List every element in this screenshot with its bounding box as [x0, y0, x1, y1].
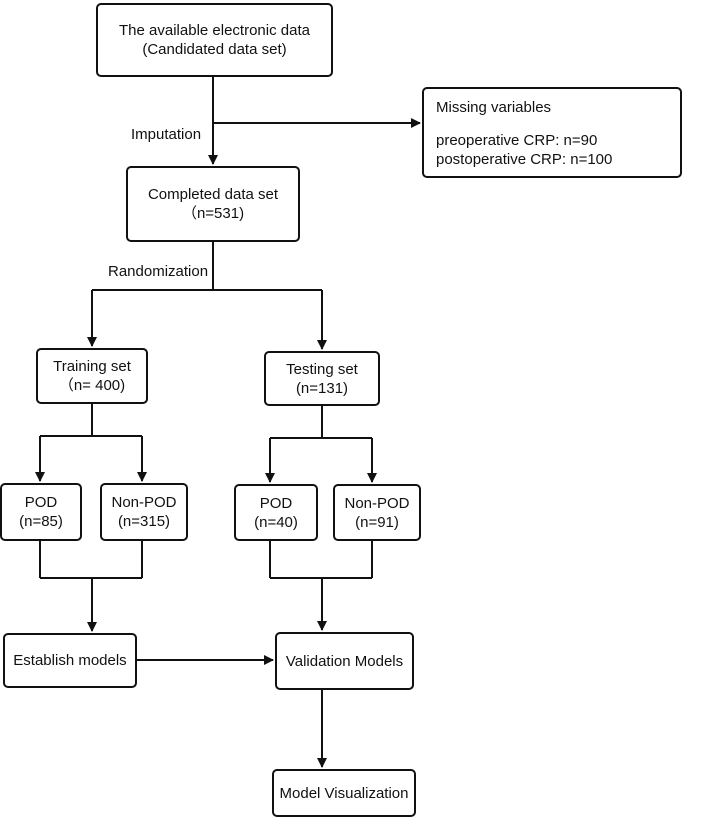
- node-train-pod: POD (n=85): [0, 483, 82, 541]
- node-train-pod-line1: POD: [24, 494, 58, 511]
- node-model-visualization: Model Visualization: [272, 769, 416, 817]
- node-establish-line1: Establish models: [13, 652, 127, 669]
- node-test-nonpod: Non-POD (n=91): [333, 484, 421, 541]
- node-test-nonpod-line1: Non-POD: [344, 494, 410, 512]
- node-source-data-line2: (Candidated data set): [142, 41, 287, 58]
- node-test-pod: POD (n=40): [234, 484, 318, 541]
- node-visualization-line1: Model Visualization: [279, 784, 409, 802]
- node-completed-data-set: Completed data set （n=531): [126, 166, 300, 242]
- node-missing-variables-line1: preoperative CRP: n=90: [436, 132, 598, 149]
- node-train-nonpod-line2: (n=315): [117, 513, 171, 530]
- node-train-pod-line2: (n=85): [19, 513, 63, 530]
- node-missing-variables-line2: postoperative CRP: n=100: [436, 151, 613, 168]
- node-missing-variables-title: Missing variables: [436, 99, 552, 116]
- node-test-pod-line2: (n=40): [254, 513, 298, 531]
- node-testing-set: Testing set (n=131): [264, 351, 380, 406]
- node-completed-line2: （n=531): [181, 205, 245, 222]
- node-training-line1: Training set: [53, 358, 131, 375]
- node-missing-variables: Missing variables preoperative CRP: n=90…: [422, 87, 682, 178]
- node-test-nonpod-line2: (n=91): [355, 513, 399, 531]
- node-train-nonpod-line1: Non-POD: [111, 494, 177, 511]
- node-completed-line1: Completed data set: [147, 186, 279, 203]
- node-source-data-line1: The available electronic data: [119, 22, 310, 39]
- node-testing-line2: (n=131): [295, 379, 349, 397]
- node-establish-models: Establish models: [3, 633, 137, 688]
- node-training-line2: （n= 400): [58, 377, 126, 394]
- edge-label-randomization: Randomization: [108, 263, 209, 280]
- node-test-pod-line1: POD: [259, 494, 293, 512]
- node-validation-line1: Validation Models: [285, 652, 404, 670]
- node-train-nonpod: Non-POD (n=315): [100, 483, 188, 541]
- node-validation-models: Validation Models: [275, 632, 414, 690]
- node-testing-line1: Testing set: [286, 360, 358, 378]
- edge-label-imputation: Imputation: [131, 126, 202, 143]
- node-training-set: Training set （n= 400): [36, 348, 148, 404]
- node-source-data: The available electronic data (Candidate…: [96, 3, 333, 77]
